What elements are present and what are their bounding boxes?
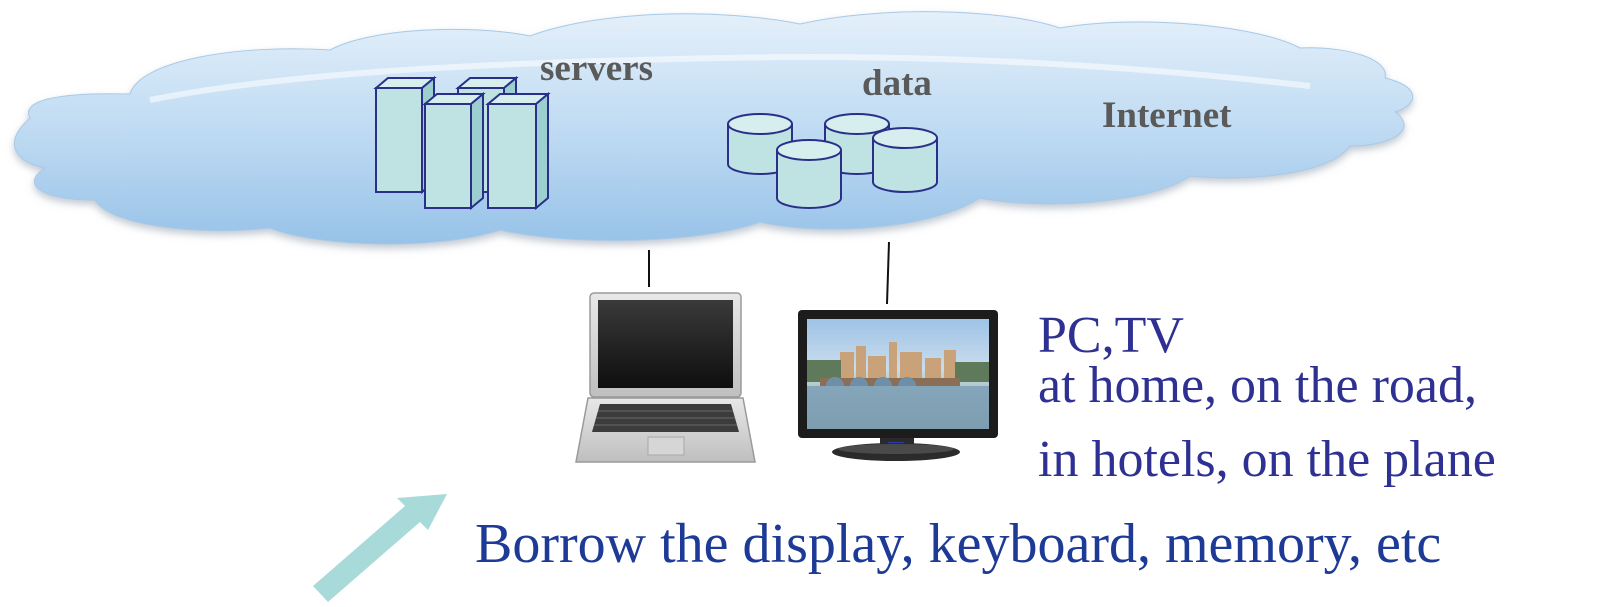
connector-lines <box>648 241 890 305</box>
tv-monitor-icon <box>798 310 998 461</box>
database-icon <box>727 113 938 209</box>
cloud-icon <box>13 11 1414 245</box>
server-icon <box>373 75 551 211</box>
devices-location-line2: in hotels, on the plane <box>1038 431 1496 488</box>
devices-title: PC,TV <box>1038 307 1184 364</box>
devices-location-line1: at home, on the road, <box>1038 357 1477 414</box>
servers-label: servers <box>540 48 653 89</box>
borrow-caption: Borrow the display, keyboard, memory, et… <box>475 513 1442 575</box>
internet-label: Internet <box>1102 95 1232 136</box>
arrow-icon <box>313 494 447 602</box>
laptop-icon <box>575 292 756 463</box>
data-label: data <box>862 63 932 104</box>
